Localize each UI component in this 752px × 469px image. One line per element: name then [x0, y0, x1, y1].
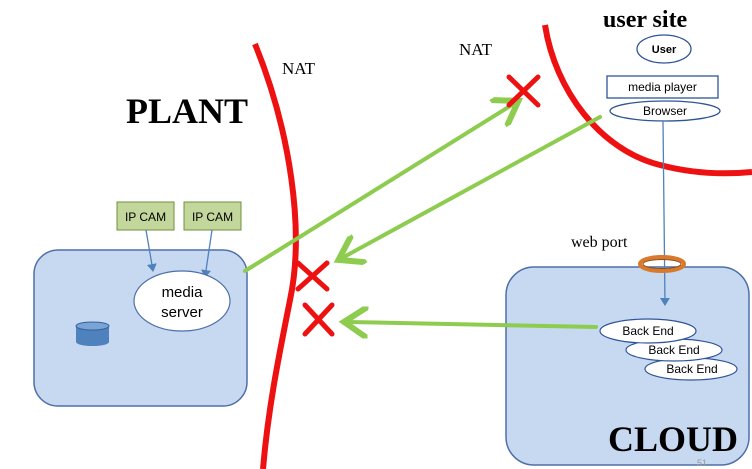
web-port-ring: [638, 255, 686, 273]
media-server-label-2: server: [161, 304, 203, 321]
nat-boundary-right: [542, 24, 752, 177]
page-number: 51: [697, 458, 707, 468]
user-node: [636, 34, 692, 64]
ip-cam-1: [116, 201, 175, 231]
web-port-ring-inner: [642, 259, 682, 269]
web-port-label: web port: [571, 234, 628, 251]
plant-to-user-arrow: [243, 103, 515, 273]
user-label: User: [652, 44, 677, 56]
database-icon: [75, 321, 110, 346]
cloud-zone: [505, 266, 750, 466]
browser-to-backend-arrow: [659, 120, 670, 306]
back-end-label-2: Back End: [648, 343, 699, 357]
blocked-marker-plant-upper: [295, 260, 330, 292]
ip-cam-2-label: IP CAM: [192, 210, 233, 224]
cloud-label: CLOUD: [608, 419, 738, 459]
media-server-node: [133, 270, 231, 332]
user-to-plant-arrow: [342, 115, 602, 258]
plant-label: PLANT: [126, 91, 248, 131]
blocked-marker-user: [506, 74, 541, 108]
nat-left-label: NAT: [282, 59, 316, 78]
cloud-to-plant-arrow: [348, 322, 598, 327]
ip-cam-1-label: IP CAM: [125, 210, 166, 224]
cam2-to-server-arrow: [201, 229, 213, 278]
user-site-label: user site: [603, 7, 688, 33]
back-end-node-1: [599, 318, 697, 344]
browser-node: [609, 100, 721, 122]
ip-cam-2: [183, 201, 242, 231]
media-player-label: media player: [628, 80, 697, 94]
plant-zone: [33, 249, 248, 407]
cam1-to-server-arrow: [145, 229, 157, 272]
nat-boundary-left: [252, 42, 299, 469]
blocked-marker-plant-lower: [302, 302, 335, 337]
back-end-label-3: Back End: [666, 362, 717, 376]
browser-label: Browser: [643, 104, 687, 118]
back-end-label-1: Back End: [622, 324, 673, 338]
media-server-label-1: media: [162, 284, 204, 301]
media-player-box: [606, 75, 719, 99]
nat-right-label: NAT: [459, 40, 493, 59]
